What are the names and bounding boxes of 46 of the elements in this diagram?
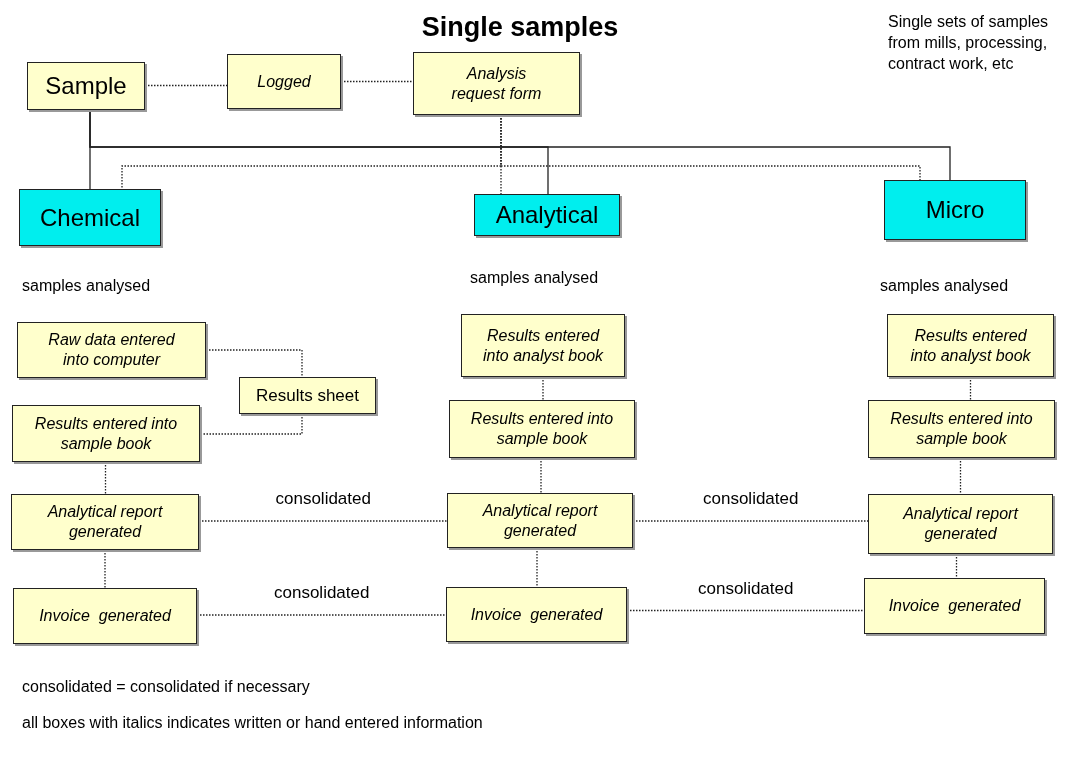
process-box [868, 494, 1053, 554]
box-label: Results sheet [255, 384, 360, 407]
box-label: Analytical report generated [481, 500, 599, 541]
box-label: Results entered into analyst book [909, 325, 1032, 366]
box-label: Analysis request form [450, 63, 543, 104]
note-text: Single sets of samples from mills, processing, contract work, etc [888, 12, 1050, 74]
process-box [864, 578, 1045, 634]
box-label: Invoice generated [887, 596, 1022, 616]
process-box [13, 588, 197, 644]
box-label: Invoice generated [469, 604, 604, 625]
department-box [474, 194, 620, 236]
process-box [227, 54, 341, 109]
box-label: Analytical report generated [901, 504, 1020, 544]
process-box [413, 52, 580, 115]
process-box [868, 400, 1055, 458]
box-label: Analytical report generated [46, 502, 164, 542]
box-label: Sample [44, 71, 128, 101]
box-label: Raw data entered into computer [47, 330, 176, 370]
section-label: samples analysed [880, 276, 1010, 296]
diagram-title: Single samples [420, 12, 620, 43]
box-label: Micro [924, 195, 986, 225]
connector-line [89, 109, 951, 181]
box-label: Invoice generated [38, 606, 173, 626]
process-box [461, 314, 625, 377]
process-box [11, 494, 199, 550]
process-box [446, 587, 627, 642]
box-label: Results entered into sample book [469, 409, 615, 449]
footnote: consolidated = consolidated if necessary [22, 677, 311, 697]
section-label: samples analysed [470, 268, 600, 288]
process-box [17, 322, 206, 378]
process-box [447, 493, 633, 548]
process-box [12, 405, 200, 462]
process-box [887, 314, 1054, 377]
section-label: samples analysed [22, 276, 152, 296]
process-box [27, 62, 145, 110]
process-box [449, 400, 635, 458]
box-label: Results entered into sample book [33, 413, 179, 454]
box-label: Chemical [39, 202, 141, 233]
box-label: Analytical [494, 200, 600, 230]
box-label: Results entered into analyst book [481, 325, 605, 366]
box-label: Results entered into sample book [889, 409, 1034, 449]
process-box [239, 377, 376, 414]
department-box [19, 189, 161, 246]
department-box [884, 180, 1026, 240]
box-label: Logged [256, 71, 312, 92]
footnote: all boxes with italics indicates written or hand entered information [22, 713, 484, 733]
